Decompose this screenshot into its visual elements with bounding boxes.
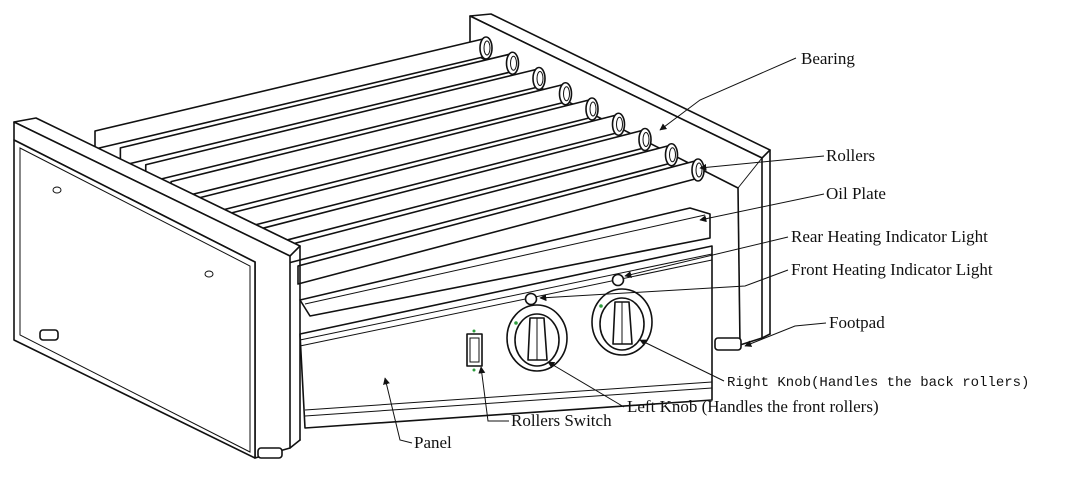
- label-front-heating-indicator-light: Front Heating Indicator Light: [791, 260, 993, 279]
- label-bearing: Bearing: [801, 49, 855, 68]
- panel-screw: [52, 186, 62, 194]
- label-rear-heating-indicator-light: Rear Heating Indicator Light: [791, 227, 988, 246]
- right-knob[interactable]: [591, 288, 653, 356]
- roller: [195, 97, 599, 218]
- front-heating-indicator-light: [524, 292, 538, 306]
- rollers-switch[interactable]: [466, 329, 483, 372]
- label-rollers: Rollers: [826, 146, 875, 165]
- label-panel: Panel: [414, 433, 452, 452]
- rear-footpad: [714, 337, 742, 351]
- knob-mark-icon: [599, 304, 603, 308]
- left-footpad: [39, 329, 59, 341]
- left-knob[interactable]: [506, 304, 568, 372]
- panel-screw: [204, 270, 214, 278]
- label-oil-plate: Oil Plate: [826, 184, 886, 203]
- front-footpad: [257, 447, 283, 459]
- left-side-panel: [13, 117, 301, 459]
- switch-mark-icon: [472, 368, 476, 372]
- label-left-knob: Left Knob (Handles the front rollers): [627, 397, 879, 416]
- rear-heating-indicator-light: [611, 273, 625, 287]
- knob-mark-icon: [514, 321, 518, 325]
- oil-plate: [299, 207, 711, 317]
- switch-mark-icon: [472, 329, 476, 333]
- leader-lines: [383, 57, 827, 444]
- label-rollers-switch: Rollers Switch: [511, 411, 612, 430]
- label-footpad: Footpad: [829, 313, 885, 332]
- roller: [94, 36, 493, 150]
- label-right-knob: Right Knob(Handles the back rollers): [727, 375, 1029, 391]
